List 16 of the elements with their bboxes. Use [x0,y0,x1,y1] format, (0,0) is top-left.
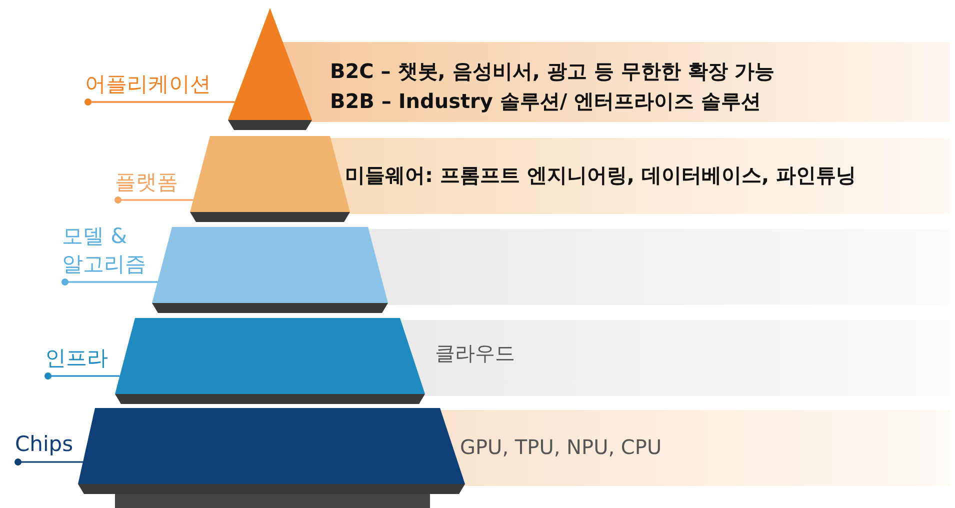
tier-description: B2B – Industry 솔루션/ 엔터프라이즈 솔루션 [330,88,762,115]
pyramid-base [115,494,430,508]
tier-label: 인프라 [45,344,108,372]
tier-description: B2C – 챗봇, 음성비서, 광고 등 무한한 확장 가능 [330,58,775,85]
tier-description: 미들웨어: 프롬프트 엔지니어링, 데이터베이스, 파인튜닝 [345,162,856,189]
tier-label: 모델 & 알고리즘 [62,222,152,278]
leader-line [84,98,235,106]
tier-label: Chips [15,430,74,458]
tier-description: 클라우드 [435,340,515,367]
tier-label: 플랫폼 [115,168,178,196]
leader-line [44,372,120,380]
tier-label: 어플리케이션 [85,70,211,98]
leader-line [62,278,158,286]
leader-line [114,196,194,204]
leader-line [14,458,83,466]
tier-description: GPU, TPU, NPU, CPU [460,434,662,461]
